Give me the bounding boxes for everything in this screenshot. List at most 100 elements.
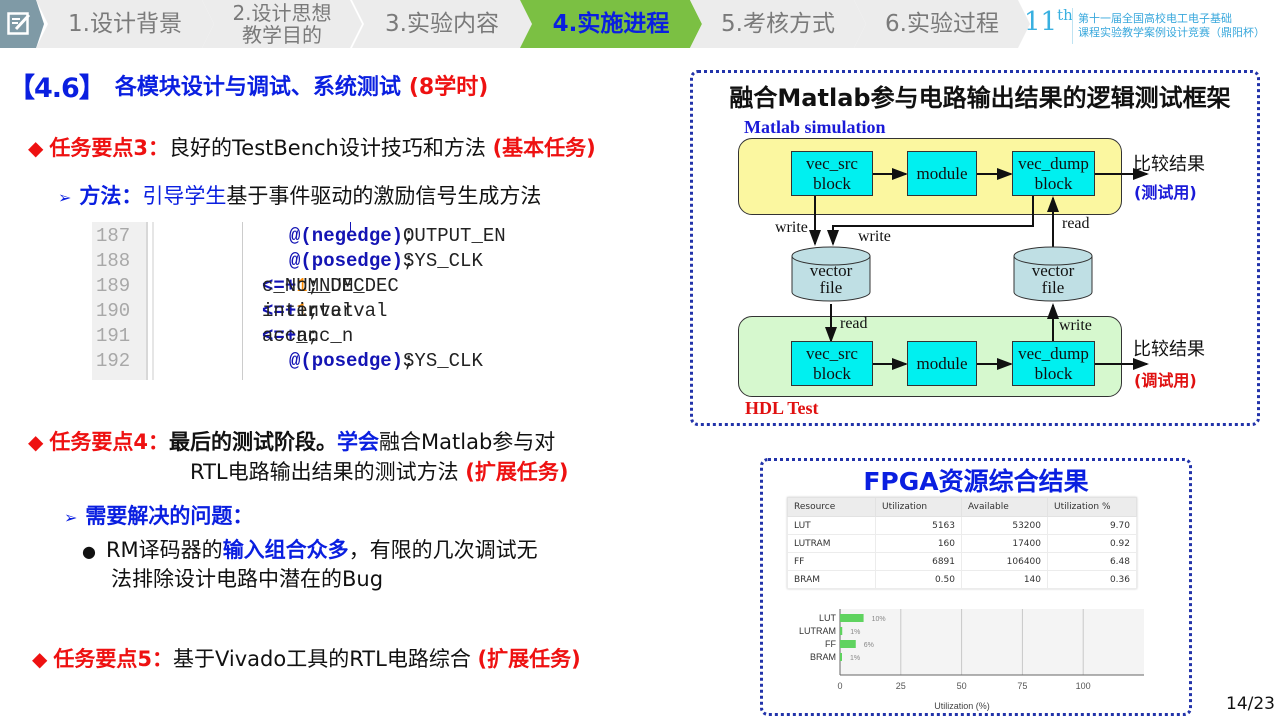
y-category-label: LUT <box>819 613 837 623</box>
matlab-simulation-label: Matlab simulation <box>744 117 886 137</box>
task-tag: (扩展任务) <box>477 647 581 671</box>
cell-utilization-percent: 9.70 <box>1047 516 1137 535</box>
cell-utilization-percent: 0.92 <box>1047 534 1137 553</box>
code-token: <= <box>262 300 285 322</box>
task-label: 任务要点3： <box>49 136 170 160</box>
problem-highlight: 输入组合众多 <box>222 538 349 562</box>
code-token: ) <box>391 225 404 247</box>
code-token: ; <box>307 300 320 322</box>
y-category-label: LUTRAM <box>799 626 836 636</box>
tab-assessment-method[interactable]: 5.考核方式 <box>690 0 866 48</box>
tab-design-idea[interactable]: 2.设计思想 教学目的 <box>202 0 362 48</box>
cell-available: 140 <box>961 570 1048 589</box>
section-hours: (8学时) <box>408 75 489 100</box>
code-token: @(posedge <box>289 350 392 372</box>
test-framework-panel <box>690 70 1260 426</box>
data-label: 10% <box>872 616 886 623</box>
task-point-4: ◆任务要点4：最后的测试阶段。学会融合Matlab参与对 <box>28 426 555 456</box>
code-token: interval <box>262 300 377 322</box>
x-tick-label: 50 <box>957 681 967 691</box>
header-available: Available <box>961 497 1048 517</box>
task-bold-text: 最后的测试阶段。 <box>169 430 338 454</box>
module-block-hdl: module <box>907 341 977 386</box>
header-resource: Resource <box>787 497 876 517</box>
competition-logo-text: 第十一届全国高校电工电子基础 课程实验教学案例设计竞赛（鼎阳杯） <box>1078 12 1265 39</box>
diamond-bullet-icon: ◆ <box>28 136 44 160</box>
task-text-line1: 融合Matlab参与对 <box>379 430 556 454</box>
cell-available: 17400 <box>961 534 1048 553</box>
code-token: <= <box>262 325 285 347</box>
task-tag: (基本任务) <box>492 136 596 160</box>
table-row: LUTRAM 160 17400 0.92 <box>787 534 1137 553</box>
method-highlight: 引导学生 <box>142 184 227 208</box>
problem-item: ●RM译码器的输入组合众多，有限的几次调试无 <box>82 534 538 564</box>
cell-utilization: 5163 <box>875 516 962 535</box>
hdl-test-label: HDL Test <box>745 398 819 418</box>
line-number-gutter <box>92 222 148 380</box>
line-number: 188 <box>96 250 131 272</box>
code-token: + <box>284 275 297 297</box>
tab-implementation-progress[interactable]: 4.实施进程 <box>520 0 702 48</box>
tab-design-background[interactable]: 1.设计背景 <box>36 0 214 48</box>
code-token: c_NUM_DEC <box>284 275 399 297</box>
task-point-5: ◆任务要点5：基于Vivado工具的RTL电路综合 (扩展任务) <box>32 643 581 673</box>
header-utilization-percent: Utilization % <box>1047 497 1137 517</box>
cell-resource: LUT <box>787 516 876 535</box>
table-row: BRAM 0.50 140 0.36 <box>787 570 1137 589</box>
method-text: 基于事件驱动的激励信号生成方法 <box>226 184 542 208</box>
nav-home-button[interactable] <box>0 0 44 48</box>
code-token: ; <box>403 225 415 247</box>
bar-lutram <box>840 627 843 635</box>
method-point: ➢ 方法：引导学生基于事件驱动的激励信号生成方法 <box>58 180 541 210</box>
y-category-label: BRAM <box>810 652 836 662</box>
arrow-bullet-icon: ➢ <box>58 188 72 207</box>
code-token: 1 <box>296 275 308 297</box>
edit-note-icon <box>7 12 31 35</box>
tab-experiment-content[interactable]: 3.实验内容 <box>352 0 532 48</box>
code-token: ) <box>391 350 404 372</box>
write-label-dump: write <box>858 228 891 245</box>
code-token: @(posedge <box>289 250 392 272</box>
compare-result-label: 比较结果 <box>1133 154 1205 175</box>
cell-resource: FF <box>787 552 876 571</box>
tab-experiment-process[interactable]: 6.实验过程 <box>854 0 1030 48</box>
data-label: 6% <box>864 642 874 649</box>
x-tick-label: 75 <box>1017 681 1027 691</box>
code-text: interval <= interval+1; <box>262 300 387 322</box>
code-snippet: 187@(negedge OUTPUT_EN);188@(posedge SYS… <box>92 222 612 380</box>
read-label-hdl: read <box>840 315 868 332</box>
line-number: 190 <box>96 300 131 322</box>
vector-file-left: vector file <box>809 261 853 297</box>
method-label: 方法： <box>79 184 143 208</box>
section-number: 【4.6】 <box>8 72 106 104</box>
line-number: 192 <box>96 350 131 372</box>
task-tag: (扩展任务) <box>465 460 569 484</box>
code-token: n; <box>296 325 320 347</box>
x-tick-label: 0 <box>837 681 842 691</box>
code-token: SYS_CLK <box>391 250 483 272</box>
arrow-bullet-icon: ➢ <box>64 508 78 527</box>
cell-available: 106400 <box>961 552 1048 571</box>
gutter-divider <box>152 222 154 380</box>
fpga-title: FPGA资源综合结果 <box>863 467 1089 496</box>
diamond-bullet-icon: ◆ <box>32 647 48 671</box>
plot-area <box>840 609 1144 675</box>
indent-guide <box>242 222 243 380</box>
logo-divider <box>1072 8 1073 44</box>
code-token: c_NUM_DEC <box>262 275 377 297</box>
vector-file-right: vector file <box>1031 261 1075 297</box>
problem-text-line2: 法排除设计电路中潜在的Bug <box>111 567 384 591</box>
code-token: 1 <box>296 300 308 322</box>
compare-test-label: (测试用) <box>1134 183 1197 202</box>
data-label: 1% <box>850 629 860 636</box>
code-text: c_NUM_DEC <= c_NUM_DEC+1; <box>262 275 399 297</box>
code-text: acc_n <= acc_n +n; <box>262 325 353 347</box>
code-token: + <box>284 325 297 347</box>
bar-lut <box>840 614 864 622</box>
task-point-3: ◆任务要点3：良好的TestBench设计技巧和方法 (基本任务) <box>28 132 596 162</box>
code-text: @(negedge OUTPUT_EN); <box>289 225 506 247</box>
table-row: FF 6891 106400 6.48 <box>787 552 1137 571</box>
diamond-bullet-icon: ◆ <box>28 430 44 454</box>
